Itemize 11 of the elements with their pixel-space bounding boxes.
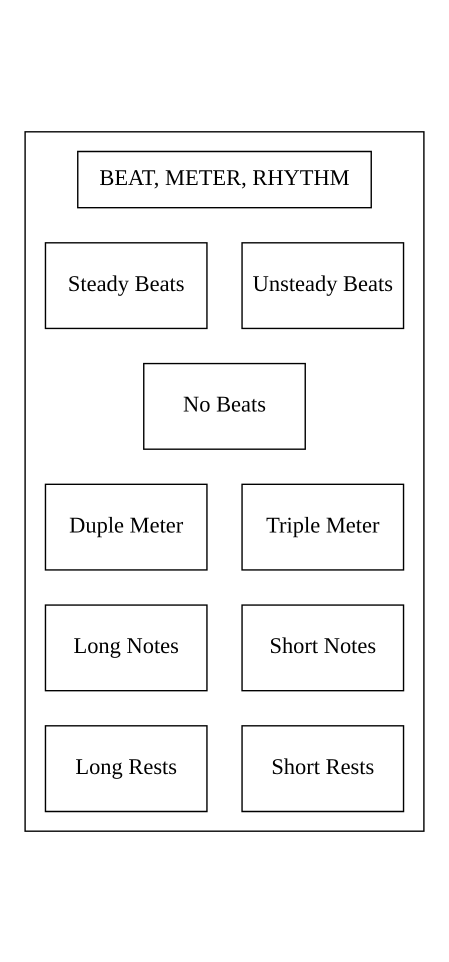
- node-box: Triple Meter: [241, 483, 404, 570]
- node-box: No Beats: [143, 362, 306, 450]
- node-box: Unsteady Beats: [241, 242, 404, 329]
- node-box: Steady Beats: [44, 242, 208, 329]
- node-box: Short Notes: [241, 604, 404, 691]
- node-box: Long Rests: [44, 724, 208, 812]
- node-box: BEAT, METER, RHYTHM: [77, 150, 372, 208]
- node-box: Duple Meter: [44, 483, 208, 570]
- node-box: Short Rests: [241, 724, 404, 812]
- cluster: [24, 130, 425, 832]
- node-box: Long Notes: [44, 604, 208, 691]
